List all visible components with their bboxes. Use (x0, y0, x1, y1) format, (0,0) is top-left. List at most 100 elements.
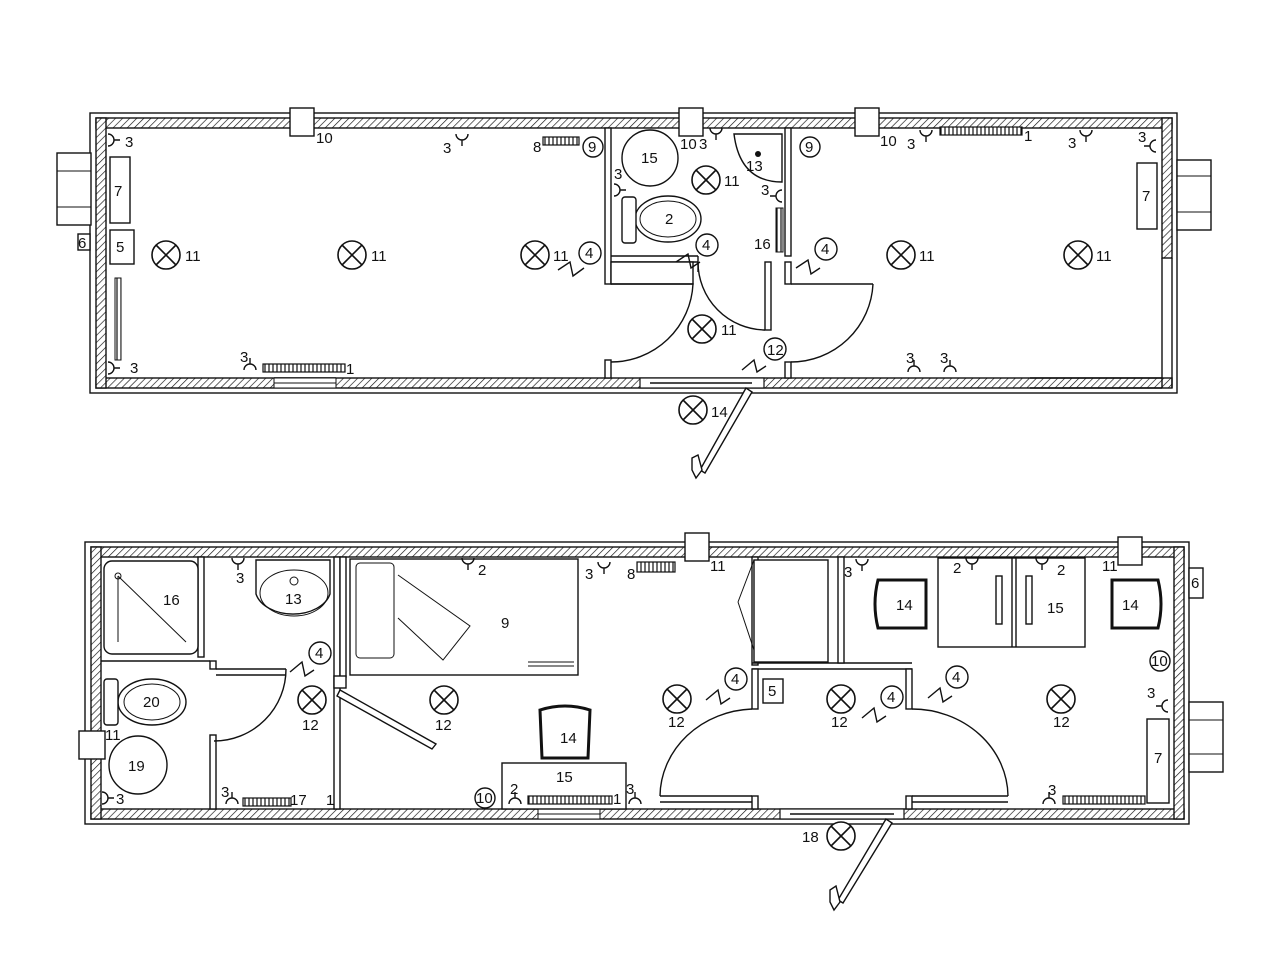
top-water-tank-label: 15 (641, 150, 658, 167)
bottom-window-label-1: 11 (710, 558, 726, 575)
top-window-1 (289, 107, 315, 137)
top-outer-frame (89, 112, 1178, 394)
top-heater-left-label: 7 (114, 183, 122, 200)
top-switch-label-3: 4 (821, 241, 829, 258)
bottom-electric-panel-label: 5 (768, 683, 776, 700)
top-socket-label-7: 3 (1068, 135, 1076, 152)
lamp-icon (886, 240, 916, 270)
bottom-socket-label-8: 3 (626, 781, 634, 798)
top-window-label-3: 10 (880, 133, 897, 150)
top-lamp-label-4: 11 (724, 173, 740, 190)
lamp-icon (691, 165, 721, 195)
bottom-wardrobe-label: 15 (1047, 600, 1064, 617)
bottom-radiator-label-2: 17 (290, 792, 307, 809)
bottom-door-left (659, 708, 753, 797)
top-socket-label-4: 3 (699, 136, 707, 153)
bottom-marker-label-2: 10 (476, 790, 493, 807)
top-sockets (107, 127, 1157, 375)
top-socket-label-10: 3 (240, 349, 248, 366)
top-socket-label-5: 3 (761, 182, 769, 199)
top-external-unit-left (56, 152, 92, 226)
lamp-icon (662, 684, 692, 714)
bottom-sockets (101, 557, 1169, 805)
top-door-right (790, 283, 874, 363)
top-marker-label-1: 9 (588, 139, 596, 156)
bottom-socket2-label-1: 2 (478, 562, 486, 579)
top-entrance-door (699, 386, 753, 474)
lamp-icon (429, 685, 459, 715)
bottom-socket-label-5: 3 (116, 791, 124, 808)
bottom-window-label-2: 11 (1102, 558, 1118, 575)
top-radiator-label-2: 1 (1024, 128, 1032, 145)
bottom-socket-label-4: 3 (1147, 685, 1155, 702)
top-wall-east (1161, 117, 1173, 259)
bottom-external-unit (1188, 701, 1224, 773)
top-corner-sink (733, 133, 783, 183)
bottom-chair-a-label: 14 (560, 730, 577, 747)
top-heater-right (1136, 162, 1158, 230)
bottom-socket2-label-4: 2 (510, 781, 518, 798)
bottom-wall-south (90, 808, 1185, 820)
bottom-electric-panel (762, 678, 784, 704)
top-socket-label-1: 3 (125, 134, 133, 151)
bottom-heater (1146, 718, 1170, 804)
bottom-outer-frame (84, 541, 1190, 825)
bottom-circled-markers (474, 650, 1171, 809)
bottom-socket2-label-2: 2 (953, 560, 961, 577)
bottom-door-right (911, 708, 1009, 797)
bottom-switch-label-4: 4 (952, 669, 960, 686)
bottom-meter-label: 6 (1191, 575, 1199, 592)
bottom-lamp-label-3: 12 (668, 714, 685, 731)
bottom-heater-label: 7 (1154, 750, 1162, 767)
top-partition-right (784, 127, 792, 257)
top-corner-sink-label: 13 (746, 158, 763, 175)
bottom-window-label-3: 11 (105, 727, 121, 744)
bottom-lamp-label-5: 12 (1053, 714, 1070, 731)
top-partition-left (604, 127, 612, 285)
bottom-bed-label: 9 (501, 615, 509, 632)
bottom-meter (1188, 567, 1204, 599)
bottom-chair-a (538, 704, 592, 760)
bottom-switch-label-3: 4 (887, 689, 895, 706)
bottom-wall-east (1173, 546, 1185, 820)
top-towel-rail-label: 16 (754, 236, 771, 253)
top-wall-south (95, 377, 1173, 389)
bottom-bed (349, 558, 579, 676)
bottom-socket-label-1: 3 (236, 570, 244, 587)
bottom-chair-c-label: 14 (1122, 597, 1139, 614)
top-heater-left (109, 156, 131, 224)
bottom-chair-b-label: 14 (896, 597, 913, 614)
top-circled-markers (582, 136, 821, 158)
bottom-radiator-label-3: 1 (613, 791, 621, 808)
top-socket-label-6: 3 (907, 136, 915, 153)
top-toilet-label: 2 (665, 211, 673, 228)
top-lamp-label-1: 11 (185, 248, 201, 265)
bottom-inner-door (336, 689, 438, 750)
top-marker-label-2: 9 (805, 139, 813, 156)
bottom-lamp-label-4: 12 (831, 714, 848, 731)
top-switch-label-2: 4 (702, 237, 710, 254)
top-socket-label-12: 3 (940, 350, 948, 367)
top-wall-west (95, 117, 107, 389)
bottom-water-tank-label: 19 (128, 758, 145, 775)
bottom-plan: 11 11 11 6 16 13 20 19 9 15 14 (78, 532, 1224, 912)
top-switches (557, 252, 821, 374)
bottom-lamp-label-6: 18 (802, 829, 819, 846)
bottom-wall-north (90, 546, 1185, 558)
top-electric-panel-label: 5 (116, 239, 124, 256)
top-plan: 10 10 10 7 5 6 7 15 2 13 16 (56, 107, 1212, 480)
bottom-shower-label: 16 (163, 592, 180, 609)
top-window-3 (854, 107, 880, 137)
top-lamp-label-8: 14 (711, 404, 728, 421)
bottom-marker-label-1: 10 (1151, 653, 1168, 670)
bottom-socket-label-3: 3 (844, 564, 852, 581)
lamp-icon (297, 685, 327, 715)
bottom-switch-label-1: 4 (315, 645, 323, 662)
top-lamp-label-5: 11 (919, 248, 935, 265)
top-electric-panel (109, 229, 135, 265)
bottom-socket-label-6: 3 (221, 784, 229, 801)
top-radiators (262, 126, 1023, 373)
lamp-icon (151, 240, 181, 270)
bottom-entrance-door (837, 818, 893, 904)
lamp-icon (337, 240, 367, 270)
